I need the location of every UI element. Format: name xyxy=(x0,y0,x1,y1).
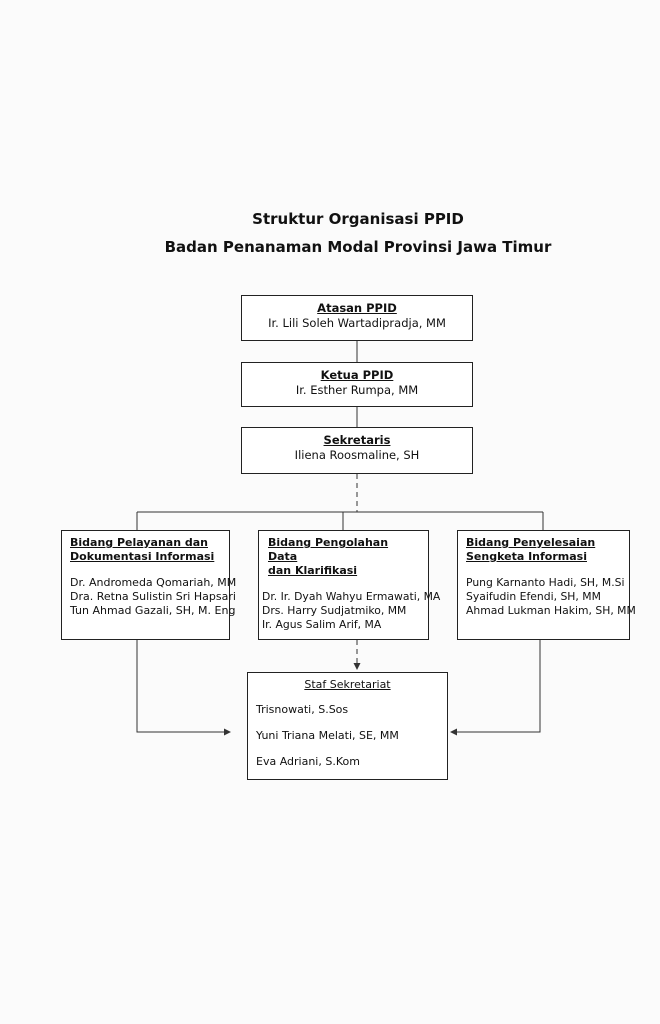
dept-box-penyelesaian: Bidang Penyelesaian Sengketa Informasi P… xyxy=(457,530,636,640)
staff-members: Trisnowati, S.Sos Yuni Triana Melati, SE… xyxy=(256,702,439,769)
connector-right-dept-staff xyxy=(450,640,541,736)
dept-box-pelayanan: Bidang Pelayanan dan Dokumentasi Informa… xyxy=(61,530,237,640)
page-subtitle: Badan Penanaman Modal Provinsi Jawa Timu… xyxy=(164,238,552,256)
sekretaris-role: Sekretaris xyxy=(323,433,391,447)
sekretaris-name: Iliena Roosmaline, SH xyxy=(294,448,420,462)
dept-member: Drs. Harry Sudjatmiko, MM xyxy=(262,604,407,617)
dept-role-line2: Sengketa Informasi xyxy=(466,550,587,563)
staff-member: Eva Adriani, S.Kom xyxy=(256,755,360,768)
ketua-ppid-box: Ketua PPID Ir. Esther Rumpa, MM xyxy=(241,362,473,407)
dept-member: Dr. Andromeda Qomariah, MM xyxy=(70,576,237,589)
dept-member: Ahmad Lukman Hakim, SH, MM xyxy=(466,604,636,617)
atasan-name: Ir. Lili Soleh Wartadipradja, MM xyxy=(268,316,446,330)
dept-member: Ir. Agus Salim Arif, MA xyxy=(262,618,382,631)
atasan-role: Atasan PPID xyxy=(317,301,397,315)
page-title: Struktur Organisasi PPID xyxy=(252,210,464,228)
dept-role-line1: Bidang Pengolahan Data xyxy=(268,536,389,563)
ketua-name: Ir. Esther Rumpa, MM xyxy=(295,383,419,397)
dept-role-line1: Bidang Pelayanan dan xyxy=(70,536,208,549)
dept-member: Dra. Retna Sulistin Sri Hapsari xyxy=(70,590,236,603)
dept-role-line2: dan Klarifikasi xyxy=(268,564,358,577)
atasan-ppid-box: Atasan PPID Ir. Lili Soleh Wartadipradja… xyxy=(241,295,473,341)
staff-member: Yuni Triana Melati, SE, MM xyxy=(256,729,399,742)
sekretaris-box: Sekretaris Iliena Roosmaline, SH xyxy=(241,427,473,474)
dept-box-pengolahan: Bidang Pengolahan Data dan Klarifikasi D… xyxy=(258,530,441,640)
dept-members: Dr. Andromeda Qomariah, MM Dra. Retna Su… xyxy=(70,576,237,618)
dept-members: Pung Karnanto Hadi, SH, M.Si Syaifudin E… xyxy=(466,576,636,618)
dept-members: Dr. Ir. Dyah Wahyu Ermawati, MA Drs. Har… xyxy=(262,590,441,632)
connector-left-dept-staff xyxy=(136,640,231,736)
dept-member: Tun Ahmad Gazali, SH, M. Eng xyxy=(70,604,236,617)
dept-role-line2: Dokumentasi Informasi xyxy=(70,550,215,563)
staf-sekretariat-box: Staf Sekretariat Trisnowati, S.Sos Yuni … xyxy=(247,672,448,780)
staff-member: Trisnowati, S.Sos xyxy=(256,703,349,716)
dept-member: Pung Karnanto Hadi, SH, M.Si xyxy=(466,576,625,589)
dept-member: Dr. Ir. Dyah Wahyu Ermawati, MA xyxy=(262,590,441,603)
dept-member: Syaifudin Efendi, SH, MM xyxy=(466,590,601,603)
staff-role: Staf Sekretariat xyxy=(304,678,391,691)
ketua-role: Ketua PPID xyxy=(320,368,394,382)
dept-role-line1: Bidang Penyelesaian xyxy=(466,536,596,549)
